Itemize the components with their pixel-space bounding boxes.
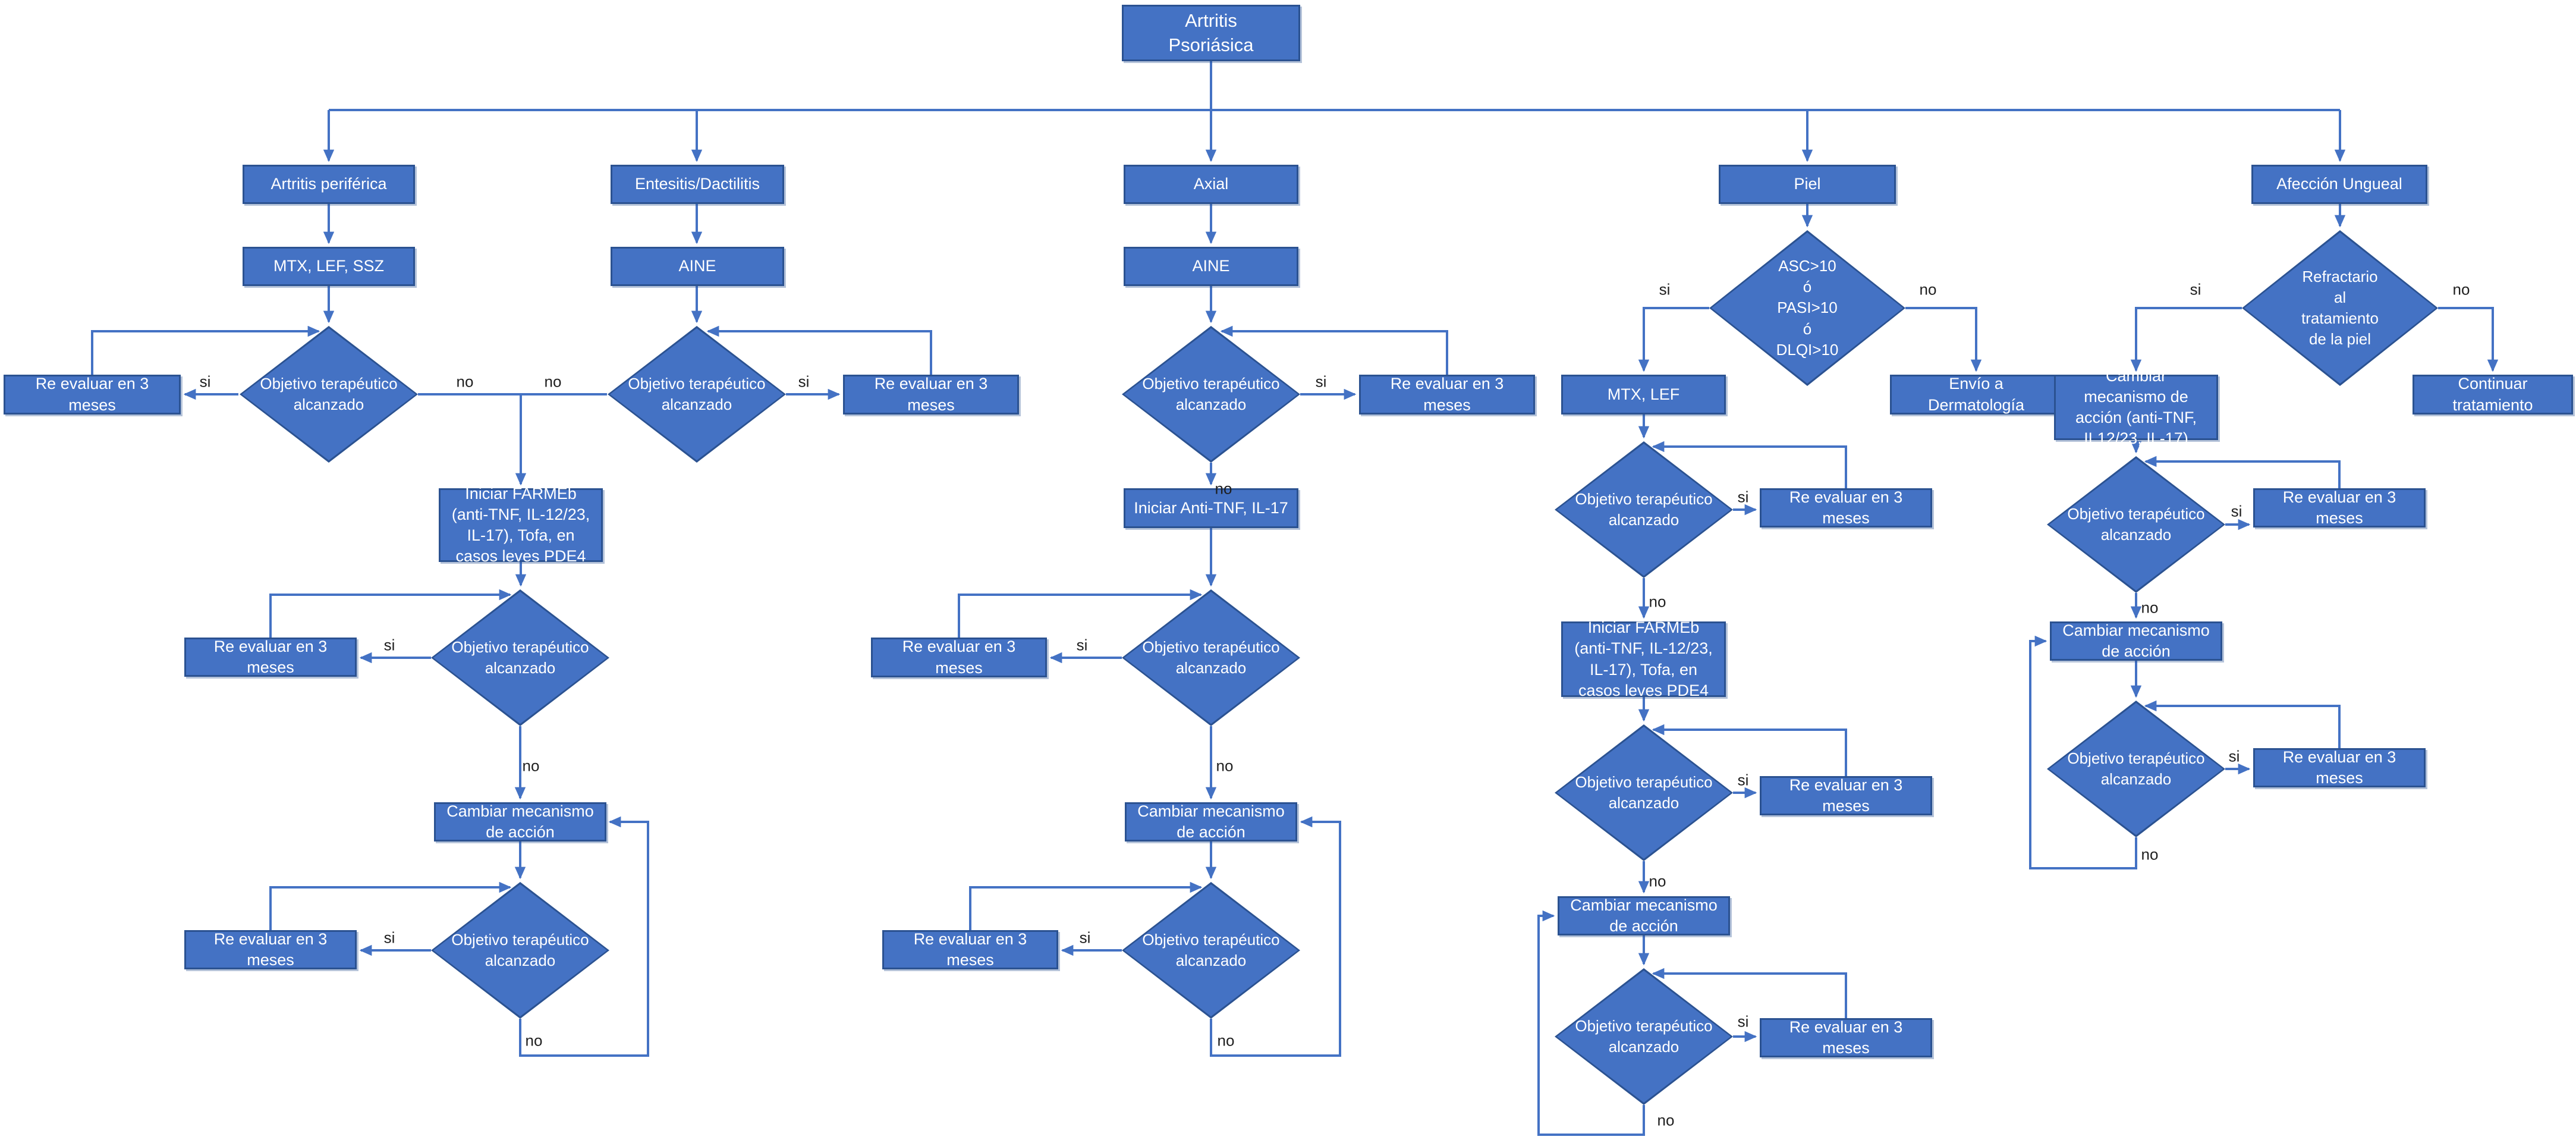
decision-objetivo-5b: Objetivo terapéutico alcanzado [2047, 456, 2225, 593]
node-reevaluar-1a: Re evaluar en 3 meses [4, 375, 181, 415]
node-continuar-tratamiento: Continuar tratamiento [2413, 375, 2573, 415]
node-reevaluar-4b: Re evaluar en 3 meses [1760, 488, 1932, 528]
node-reevaluar-1c: Re evaluar en 3 meses [184, 930, 357, 969]
node-reevaluar-1b: Re evaluar en 3 meses [184, 638, 357, 677]
edge-label-no-1a: no [456, 372, 474, 391]
edge-label-no-3c: no [1217, 1031, 1235, 1050]
node-mtx-lef-ssz: MTX, LEF, SSZ [243, 247, 415, 286]
decision-objetivo-3c: Objetivo terapéutico alcanzado [1122, 882, 1300, 1019]
node-artritis-periferica: Artritis periférica [243, 165, 415, 204]
edge-label-si-5a: si [2190, 280, 2201, 299]
edge-label-si-3a: si [1315, 372, 1327, 391]
edge-label-no-5a: no [2452, 280, 2470, 299]
node-cambiar-ungueal: Cambiar mecanismo de acción (anti-TNF, I… [2054, 367, 2218, 447]
node-iniciar-farmeb-4: Iniciar FARMEb (anti-TNF, IL-12/23, IL-1… [1561, 618, 1726, 699]
node-entesitis-dactilitis: Entesitis/Dactilitis [611, 165, 784, 204]
node-iniciar-antitnf: Iniciar Anti-TNF, IL-17 [1124, 488, 1298, 528]
edge-label-no-4a: no [1919, 280, 1937, 299]
edge-label-no-4c: no [1649, 872, 1666, 890]
node-title: Artritis Psoriásica [1122, 5, 1300, 61]
edge-label-no-1b: no [522, 756, 540, 775]
decision-objetivo-5c: Objetivo terapéutico alcanzado [2047, 701, 2225, 837]
node-reevaluar-5b: Re evaluar en 3 meses [2253, 488, 2426, 528]
node-reevaluar-2a: Re evaluar en 3 meses [843, 375, 1019, 415]
decision-objetivo-3a: Objetivo terapéutico alcanzado [1122, 326, 1300, 463]
edge-label-si-1c: si [383, 928, 395, 947]
edge-label-no-2a: no [544, 372, 562, 391]
decision-objetivo-1c: Objetivo terapéutico alcanzado [431, 882, 609, 1019]
edge-label-si-4c: si [1737, 771, 1749, 789]
decision-objetivo-3b: Objetivo terapéutico alcanzado [1122, 589, 1300, 726]
edge-label-si-3c: si [1079, 928, 1091, 947]
decision-objetivo-2a: Objetivo terapéutico alcanzado [608, 326, 786, 463]
edge-label-no-5b: no [2141, 598, 2159, 617]
node-mtx-lef: MTX, LEF [1561, 375, 1726, 415]
node-reevaluar-3c: Re evaluar en 3 meses [882, 930, 1058, 969]
decision-objetivo-1a: Objetivo terapéutico alcanzado [240, 326, 418, 463]
node-reevaluar-4d: Re evaluar en 3 meses [1760, 1018, 1932, 1057]
edge-label-si-4a: si [1659, 280, 1671, 299]
node-aine-3: AINE [1124, 247, 1298, 286]
edge-label-si-1a: si [199, 372, 211, 391]
node-iniciar-farmeb-1: Iniciar FARMEb (anti-TNF, IL-12/23, IL-1… [439, 485, 603, 565]
edge-label-no-1c: no [525, 1031, 543, 1050]
edge-label-si-3b: si [1076, 636, 1088, 654]
edge-label-no-5c: no [2141, 845, 2159, 864]
edge-label-si-4b: si [1737, 488, 1749, 506]
node-reevaluar-3a: Re evaluar en 3 meses [1359, 375, 1535, 415]
node-reevaluar-5c: Re evaluar en 3 meses [2253, 748, 2426, 787]
node-axial: Axial [1124, 165, 1298, 204]
decision-objetivo-4d: Objetivo terapéutico alcanzado [1555, 968, 1733, 1105]
node-reevaluar-3b: Re evaluar en 3 meses [871, 638, 1047, 677]
node-cambiar-1: Cambiar mecanismo de acción [434, 802, 606, 842]
edge-label-si-5b: si [2231, 502, 2242, 520]
decision-objetivo-4c: Objetivo terapéutico alcanzado [1555, 724, 1733, 861]
node-cambiar-5: Cambiar mecanismo de acción [2050, 621, 2222, 661]
decision-asc-pasi-dlqi: ASC>10 ó PASI>10 ó DLQI>10 [1709, 230, 1905, 386]
edge-label-no-3b: no [1216, 756, 1234, 775]
edge-label-si-2a: si [798, 372, 810, 391]
node-cambiar-4: Cambiar mecanismo de acción [1558, 896, 1730, 935]
edge-label-si-5c: si [2228, 747, 2240, 765]
decision-objetivo-1b: Objetivo terapéutico alcanzado [431, 589, 609, 726]
edge-label-si-4d: si [1737, 1012, 1749, 1031]
node-reevaluar-4c: Re evaluar en 3 meses [1760, 776, 1932, 815]
edge-label-si-1b: si [383, 636, 395, 654]
edge-label-no-4b: no [1649, 592, 1666, 611]
node-piel: Piel [1719, 165, 1896, 204]
decision-refractario: Refractario al tratamiento de la piel [2242, 230, 2438, 386]
node-afeccion-ungueal: Afección Ungueal [2251, 165, 2427, 204]
node-aine-2: AINE [611, 247, 784, 286]
edge-label-no-3a: no [1215, 479, 1232, 498]
title-text: Artritis Psoriásica [1168, 10, 1254, 55]
node-envio-dermatologia: Envío a Dermatología [1890, 375, 2062, 415]
decision-objetivo-4b: Objetivo terapéutico alcanzado [1555, 441, 1733, 578]
edge-label-no-4d: no [1657, 1111, 1675, 1129]
node-cambiar-3: Cambiar mecanismo de acción [1125, 802, 1297, 842]
